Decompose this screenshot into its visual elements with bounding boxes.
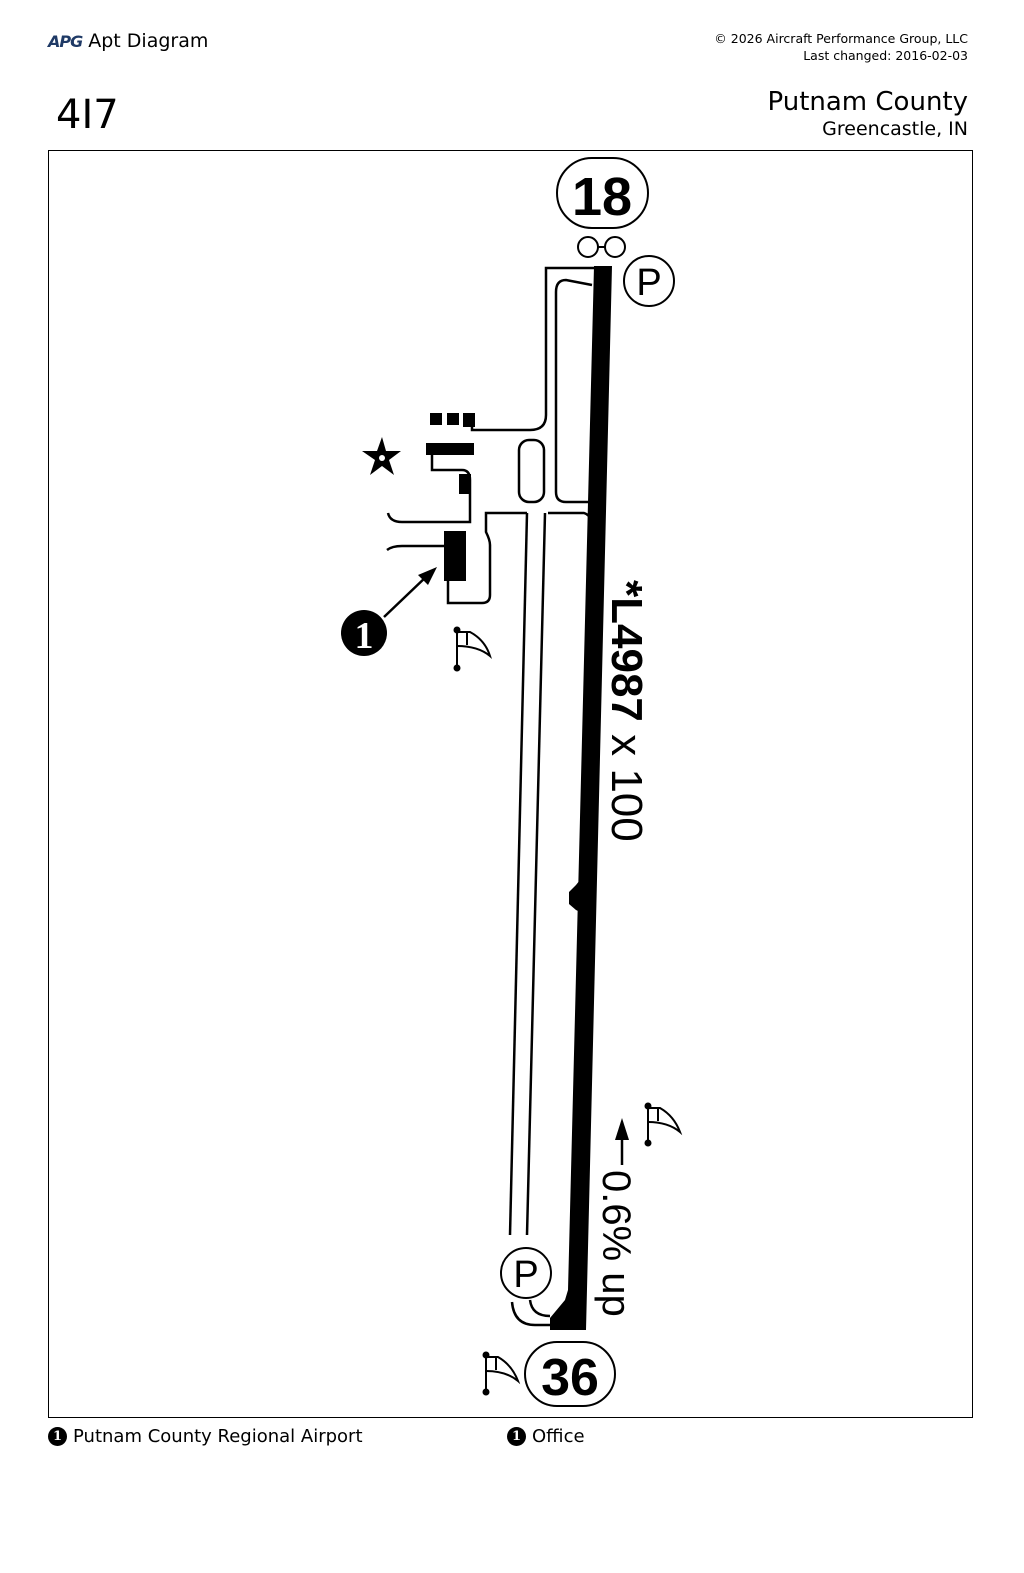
runway bbox=[550, 266, 612, 1330]
legend-label: Office bbox=[532, 1426, 585, 1447]
apg-logo-icon: APG bbox=[48, 31, 83, 51]
copyright-block: © 2026 Aircraft Performance Group, LLC L… bbox=[714, 30, 968, 64]
last-changed: Last changed: 2016-02-03 bbox=[803, 48, 968, 63]
copyright-text: © 2026 Aircraft Performance Group, LLC bbox=[714, 31, 968, 46]
app-title: Apt Diagram bbox=[88, 30, 209, 52]
callout-arrow-icon bbox=[383, 567, 437, 618]
runway-label: *L4987 x 100 bbox=[602, 580, 651, 842]
legend-item-office: 1 Office bbox=[507, 1426, 585, 1447]
svg-text:*L4987 x 100: *L4987 x 100 bbox=[602, 580, 651, 842]
runway-end-18: 18 bbox=[556, 157, 649, 229]
slope-label: 0.6% up bbox=[594, 1170, 638, 1317]
windsock-icon-east bbox=[644, 1102, 683, 1147]
airport-location: Greencastle, IN bbox=[822, 118, 968, 140]
svg-text:P: P bbox=[513, 1254, 538, 1296]
svg-text:18: 18 bbox=[572, 167, 632, 227]
runway-bump bbox=[569, 880, 580, 912]
legend-number-icon: 1 bbox=[48, 1427, 67, 1446]
airport-name-block: Putnam County Greencastle, IN bbox=[768, 86, 969, 140]
svg-text:0.6% up: 0.6% up bbox=[594, 1170, 638, 1317]
svg-text:1: 1 bbox=[355, 615, 374, 657]
buildings bbox=[426, 413, 475, 581]
beacon-star-icon bbox=[362, 437, 401, 475]
parking-icon-south: P bbox=[500, 1247, 552, 1299]
runway-end-lights-icon bbox=[577, 236, 626, 258]
airport-name: Putnam County bbox=[767, 87, 969, 117]
windsock-icon-south bbox=[482, 1351, 521, 1396]
svg-text:P: P bbox=[636, 262, 661, 304]
legend-label: Putnam County Regional Airport bbox=[73, 1426, 363, 1447]
parking-icon: P bbox=[623, 255, 675, 307]
runway-end-36: 36 bbox=[524, 1341, 616, 1407]
airport-identifier: 4I7 bbox=[56, 92, 119, 138]
svg-text:36: 36 bbox=[541, 1349, 599, 1407]
app-logo: APG Apt Diagram bbox=[48, 30, 208, 52]
callout-1: 1 bbox=[341, 610, 387, 657]
taxiways bbox=[386, 266, 596, 1327]
legend-number-icon: 1 bbox=[507, 1427, 526, 1446]
legend-item-airport: 1 Putnam County Regional Airport bbox=[48, 1426, 363, 1447]
diagram-frame bbox=[48, 150, 973, 1418]
slope-arrow-icon bbox=[615, 1118, 629, 1165]
windsock-icon bbox=[453, 626, 492, 672]
